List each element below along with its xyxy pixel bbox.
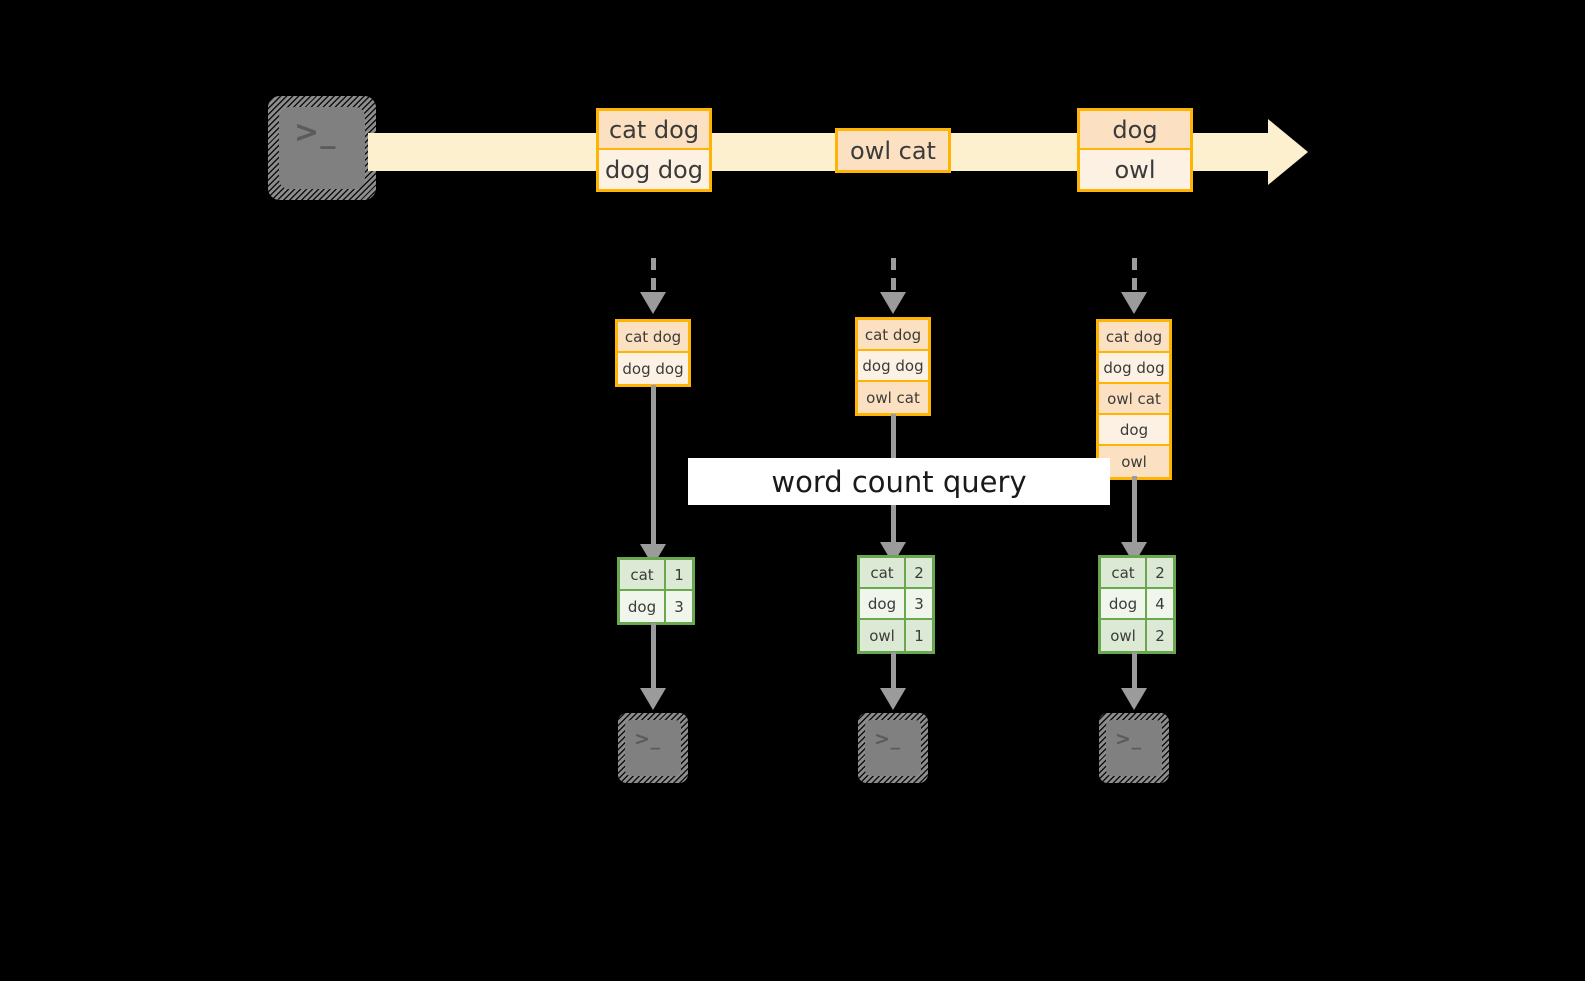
snapshot-3-input-stack: cat dog dog dog owl cat dog owl (1096, 319, 1172, 480)
snapshot-3-query-line (1132, 476, 1137, 550)
console-body (279, 107, 365, 189)
result-count: 3 (906, 589, 932, 618)
result-count: 3 (666, 591, 692, 622)
snapshot-3-result-table: cat 2 dog 4 owl 2 (1098, 555, 1176, 654)
stream-event-batch-3: dog owl (1077, 108, 1193, 192)
console-prompt-glyph: >_ (634, 728, 661, 750)
input-row: dog dog (618, 353, 688, 384)
snapshot-1-feed-line (651, 258, 656, 296)
console-body (625, 720, 681, 776)
snapshot-2-input-stack: cat dog dog dog owl cat (855, 317, 931, 416)
stream-event-batch-1: cat dog dog dog (596, 108, 712, 192)
snapshot-2-sink-arrowhead (880, 688, 906, 710)
result-word: cat (1101, 558, 1147, 587)
input-row: dog dog (1099, 353, 1169, 384)
snapshot-1-query-line (651, 385, 656, 552)
result-word: dog (860, 589, 906, 618)
result-count: 2 (1147, 558, 1173, 587)
input-row: owl cat (1099, 384, 1169, 415)
table-row: dog 3 (620, 591, 692, 622)
result-word: cat (860, 558, 906, 587)
snapshot-2-feed-line (891, 258, 896, 296)
result-count: 1 (666, 560, 692, 589)
console-prompt-glyph: >_ (874, 728, 901, 750)
input-row: cat dog (858, 320, 928, 351)
input-row: owl cat (858, 382, 928, 413)
input-row: cat dog (1099, 322, 1169, 353)
console-prompt-glyph: >_ (294, 115, 337, 150)
snapshot-3-feed-arrowhead (1121, 292, 1147, 314)
result-word: owl (860, 620, 906, 651)
snapshot-3-sink-console-icon: >_ (1099, 713, 1169, 783)
result-word: dog (1101, 589, 1147, 618)
result-count: 2 (1147, 620, 1173, 651)
snapshot-2-feed-arrowhead (880, 292, 906, 314)
event-row: owl (1080, 150, 1190, 189)
event-row: dog dog (599, 150, 709, 189)
input-row: dog (1099, 415, 1169, 446)
table-row: owl 1 (860, 620, 932, 651)
stream-arrow-head (1268, 119, 1308, 185)
table-row: cat 1 (620, 560, 692, 591)
input-row: owl (1099, 446, 1169, 477)
snapshot-3-feed-line (1132, 258, 1137, 296)
right-block-arrow-icon (1268, 119, 1308, 185)
event-row: owl cat (838, 131, 948, 170)
table-row: cat 2 (1101, 558, 1173, 589)
result-word: owl (1101, 620, 1147, 651)
input-row: cat dog (618, 322, 688, 353)
table-row: dog 3 (860, 589, 932, 620)
snapshot-1-sink-line (651, 623, 656, 695)
event-row: dog (1080, 111, 1190, 150)
table-row: dog 4 (1101, 589, 1173, 620)
result-count: 2 (906, 558, 932, 587)
snapshot-1-sink-arrowhead (640, 688, 666, 710)
stream-event-batch-2: owl cat (835, 128, 951, 173)
snapshot-2-sink-console-icon: >_ (858, 713, 928, 783)
table-row: cat 2 (860, 558, 932, 589)
snapshot-3-sink-arrowhead (1121, 688, 1147, 710)
console-body (865, 720, 921, 776)
source-console-icon: >_ (268, 96, 376, 200)
result-word: cat (620, 560, 666, 589)
event-row: cat dog (599, 111, 709, 150)
snapshot-1-feed-arrowhead (640, 292, 666, 314)
snapshot-2-result-table: cat 2 dog 3 owl 1 (857, 555, 935, 654)
snapshot-2-sink-line (891, 652, 896, 695)
result-count: 4 (1147, 589, 1173, 618)
result-word: dog (620, 591, 666, 622)
result-count: 1 (906, 620, 932, 651)
snapshot-1-input-stack: cat dog dog dog (615, 319, 691, 387)
input-row: dog dog (858, 351, 928, 382)
console-prompt-glyph: >_ (1115, 728, 1142, 750)
table-row: owl 2 (1101, 620, 1173, 651)
snapshot-1-sink-console-icon: >_ (618, 713, 688, 783)
query-label-banner: word count query (688, 458, 1110, 505)
console-body (1106, 720, 1162, 776)
snapshot-1-result-table: cat 1 dog 3 (617, 557, 695, 625)
snapshot-3-sink-line (1132, 652, 1137, 695)
